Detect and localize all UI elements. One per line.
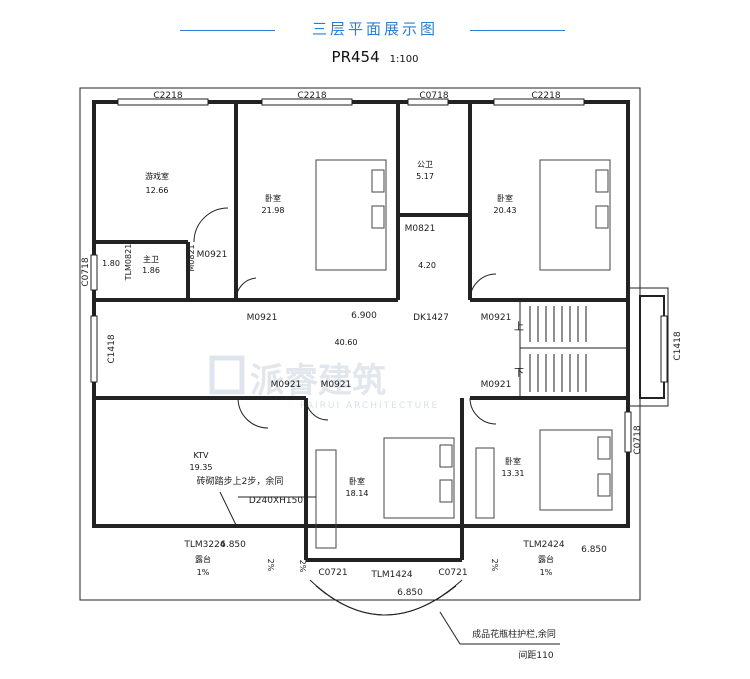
door-m0821-pub: M0821: [405, 224, 436, 234]
title-line-right: [470, 30, 565, 31]
door-m0921-bed4: M0921: [481, 380, 512, 390]
bed-3: [383, 437, 455, 519]
stair-up: 上: [514, 321, 524, 333]
door-m0921-bed3: M0921: [321, 380, 352, 390]
bed-4: [539, 429, 613, 511]
room-bed4-name: 卧室: [505, 456, 521, 466]
room-game-area: 12.66: [146, 186, 169, 195]
room-ktv-name: KTV: [194, 451, 210, 460]
stair-down: 下: [514, 368, 524, 379]
door-m0921-bed2: M0921: [481, 313, 512, 323]
window-c0718-top: C0718: [419, 91, 448, 101]
room-pub-bath-name: 公卫: [417, 160, 433, 169]
window-c1418-left: C1418: [107, 334, 117, 363]
window-tlm0821: TLM0821: [124, 244, 133, 282]
door-arcs: [193, 207, 497, 429]
watermark-text: 派睿建筑: [250, 361, 386, 401]
room-terrace-l-name: 露台: [195, 554, 211, 564]
window-tlm3224: TLM3224: [183, 540, 225, 550]
room-bed3-name: 卧室: [349, 476, 365, 486]
window-c2218-a: C2218: [153, 91, 182, 101]
room-terrace-l-slope: 1%: [197, 568, 210, 577]
door-dk1427: DK1427: [413, 313, 449, 323]
window-tlm1424: TLM1424: [370, 570, 412, 580]
room-bed3-area: 18.14: [346, 489, 369, 498]
top-windows: [90, 98, 668, 453]
outer-walls: [79, 87, 669, 601]
door-m0821-bath: M0821: [187, 244, 196, 271]
level-terrace-r: 6.850: [581, 545, 607, 555]
drawing-subtitle: PR454 1:100: [0, 48, 750, 66]
note-rail: 成品花瓶柱护栏,余同: [472, 628, 556, 640]
room-bed2-name: 卧室: [497, 193, 513, 203]
window-c2218-c: C2218: [531, 91, 560, 101]
page-title: 三层平面展示图: [311, 20, 438, 38]
plan-scale: 1:100: [389, 54, 419, 65]
slope-2: 2%: [490, 559, 499, 572]
door-m0921-bed1: M0921: [247, 313, 278, 323]
door-m0921-game: M0921: [197, 250, 228, 260]
room-hall-area: 40.60: [335, 338, 358, 347]
window-c0721-r: C0721: [438, 568, 467, 578]
level-hall: 6.900: [351, 311, 377, 321]
room-bed4-area: 13.31: [502, 469, 525, 478]
bed-2: [539, 159, 611, 271]
staircase: [519, 299, 629, 399]
window-c0721-l: C0721: [318, 568, 347, 578]
room-master-bath-name: 主卫: [143, 254, 159, 264]
room-game-name: 游戏室: [145, 171, 169, 181]
note-step-leader: [219, 491, 237, 526]
note-step-size: D240XH150: [249, 496, 303, 506]
room-bed2-area: 20.43: [494, 206, 517, 215]
room-closet-area: 4.20: [418, 261, 436, 270]
window-c2218-b: C2218: [297, 91, 326, 101]
room-ktv-area: 19.35: [190, 463, 213, 472]
watermark-subtext: PAIRUI ARCHITECTURE: [300, 401, 439, 411]
room-small-area: 1.80: [102, 259, 120, 268]
balcony-arc: [309, 579, 463, 616]
slope-3: 2%: [298, 560, 307, 573]
door-m0921-ktv: M0921: [271, 380, 302, 390]
level-balcony: 6.850: [397, 588, 423, 598]
note-step: 砖砌踏步上2步，余同: [197, 475, 284, 487]
window-c1418-right: C1418: [673, 331, 683, 360]
room-terrace-r-name: 露台: [538, 554, 554, 564]
note-spacing: 间距110: [518, 649, 553, 661]
note-rail-leader: [439, 611, 461, 645]
title-line-left: [180, 30, 275, 31]
interior-walls: [94, 102, 628, 562]
room-master-bath-area: 1.86: [142, 266, 160, 275]
plan-code: PR454: [331, 48, 380, 66]
wardrobes: [315, 447, 495, 549]
bed-1: [315, 159, 387, 271]
window-c0718-right: C0718: [633, 425, 643, 454]
room-pub-bath-area: 5.17: [416, 172, 434, 181]
window-c0718-left: C0718: [81, 257, 91, 286]
slope-1: 2%: [266, 559, 275, 572]
room-bed1-name: 卧室: [265, 193, 281, 203]
level-terrace-l: 6.850: [220, 540, 246, 550]
room-terrace-r-slope: 1%: [540, 568, 553, 577]
room-bed1-area: 21.98: [262, 206, 285, 215]
window-tlm2424: TLM2424: [522, 540, 564, 550]
watermark: 派睿建筑 PAIRUI ARCHITECTURE: [209, 355, 439, 411]
